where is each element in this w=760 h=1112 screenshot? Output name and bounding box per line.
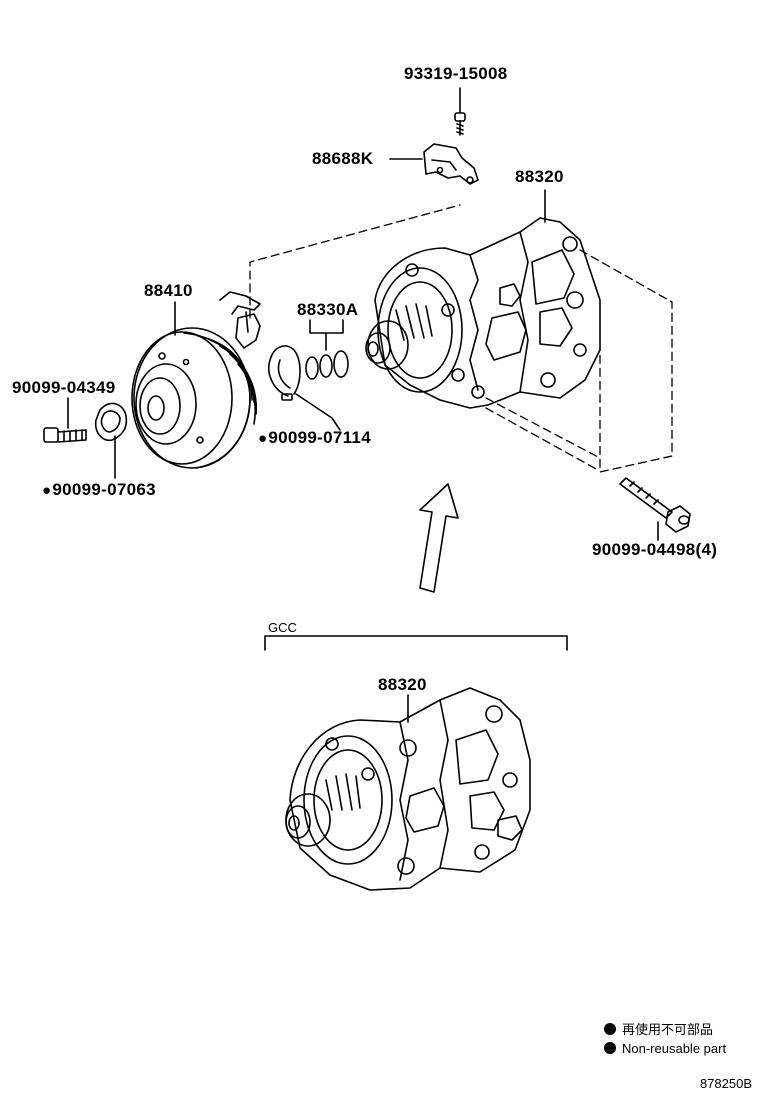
legend-jp: 再使用不可部品 <box>604 1019 713 1038</box>
non-reusable-bullet-icon <box>604 1023 616 1035</box>
label-o-rings-88330a[interactable]: 88330A <box>297 300 359 319</box>
legend-en-text: Non-reusable part <box>622 1041 727 1056</box>
legend-jp-text: 再使用不可部品 <box>622 1022 714 1037</box>
dashed-assembly-lines <box>249 204 673 473</box>
o-rings-88330a <box>305 350 349 380</box>
label-bolt-90099-04498[interactable]: 90099-04498(4) <box>592 540 718 559</box>
gcc-compressor-88320 <box>285 687 531 891</box>
bolt-90099-04349 <box>43 427 87 443</box>
assembly-arrow <box>419 483 459 593</box>
label-screw-93319-15008[interactable]: 93319-15008 <box>404 64 508 83</box>
screw-93319-15008 <box>454 112 466 136</box>
legend-en: Non-reusable part <box>604 1041 726 1056</box>
clutch-pulley-88410 <box>131 291 261 469</box>
bracket-88688k <box>423 143 479 185</box>
label-bracket-88688k[interactable]: 88688K <box>312 149 374 168</box>
figure-code: 878250B <box>699 1076 752 1091</box>
non-reusable-bullet-icon <box>604 1042 616 1054</box>
compressor-88320 <box>365 217 601 409</box>
label-snap-ring-90099-07114[interactable]: 90099-07114 <box>258 428 371 449</box>
shim-90099-07063 <box>94 402 128 442</box>
gcc-bracket <box>264 635 568 651</box>
label-compressor-88320[interactable]: 88320 <box>515 167 564 186</box>
snap-ring-90099-07114 <box>268 345 301 401</box>
bolt-90099-04498 <box>619 477 691 533</box>
gcc-label: GCC <box>268 620 297 635</box>
leader-lines <box>67 87 659 723</box>
label-shim-90099-07063[interactable]: 90099-07063 <box>42 480 156 501</box>
label-gcc-compressor-88320[interactable]: 88320 <box>378 675 427 694</box>
label-bolt-90099-04349[interactable]: 90099-04349 <box>12 378 116 397</box>
label-clutch-88410[interactable]: 88410 <box>144 281 193 300</box>
